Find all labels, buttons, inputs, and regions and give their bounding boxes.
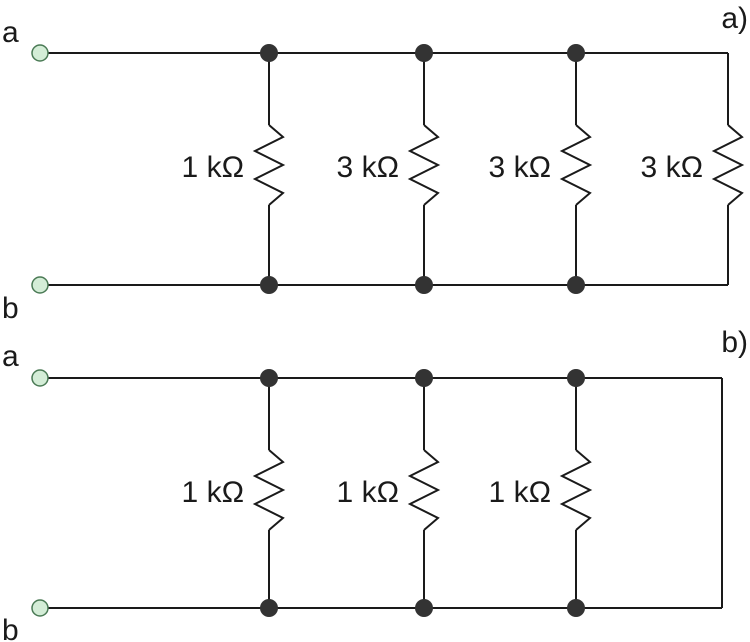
circuit-a-node bbox=[567, 44, 585, 62]
circuit-b-resistor-1 bbox=[252, 449, 286, 531]
circuit-b-node bbox=[415, 599, 433, 617]
circuit-b: a b b) 1 kΩ 1 kΩ 1 kΩ bbox=[2, 326, 748, 642]
circuit-b-node bbox=[260, 369, 278, 387]
circuit-b-terminal-b-label: b bbox=[2, 614, 19, 642]
circuit-a-terminal-b bbox=[31, 276, 49, 294]
circuit-b-node bbox=[567, 599, 585, 617]
circuit-b-resistor-1-value: 1 kΩ bbox=[182, 476, 244, 509]
circuit-b-terminal-b bbox=[31, 599, 49, 617]
circuit-b-resistor-2 bbox=[407, 449, 441, 531]
circuit-b-label: b) bbox=[721, 326, 748, 359]
circuit-a-node bbox=[260, 276, 278, 294]
circuit-a-terminal-a bbox=[31, 44, 49, 62]
circuit-a-terminal-b-label: b bbox=[2, 292, 19, 325]
circuit-a-resistor-3-value: 3 kΩ bbox=[489, 151, 551, 184]
circuit-b-terminal-a bbox=[31, 369, 49, 387]
circuit-a-node bbox=[260, 44, 278, 62]
circuit-b-terminal-a-label: a bbox=[2, 340, 19, 373]
circuit-a-terminal-a-label: a bbox=[2, 16, 19, 49]
circuit-b-node bbox=[415, 369, 433, 387]
circuit-a-label: a) bbox=[721, 2, 748, 35]
circuit-a-resistor-4 bbox=[711, 124, 745, 206]
circuit-a-node bbox=[567, 276, 585, 294]
circuit-a-resistor-1 bbox=[252, 124, 286, 206]
circuit-a-node bbox=[415, 276, 433, 294]
circuit-b-node bbox=[567, 369, 585, 387]
circuit-b-resistor-2-value: 1 kΩ bbox=[337, 476, 399, 509]
circuit-b-node bbox=[260, 599, 278, 617]
circuit-b-resistor-3 bbox=[559, 449, 593, 531]
circuit-a-resistor-3 bbox=[559, 124, 593, 206]
circuit-a-resistor-4-value: 3 kΩ bbox=[641, 151, 703, 184]
circuit-a-node bbox=[415, 44, 433, 62]
circuit-a: a b a) 1 kΩ 3 kΩ 3 kΩ 3 kΩ bbox=[2, 2, 748, 325]
circuit-a-resistor-1-value: 1 kΩ bbox=[182, 151, 244, 184]
circuit-a-resistor-2 bbox=[407, 124, 441, 206]
circuit-b-resistor-3-value: 1 kΩ bbox=[489, 476, 551, 509]
circuit-a-resistor-2-value: 3 kΩ bbox=[337, 151, 399, 184]
